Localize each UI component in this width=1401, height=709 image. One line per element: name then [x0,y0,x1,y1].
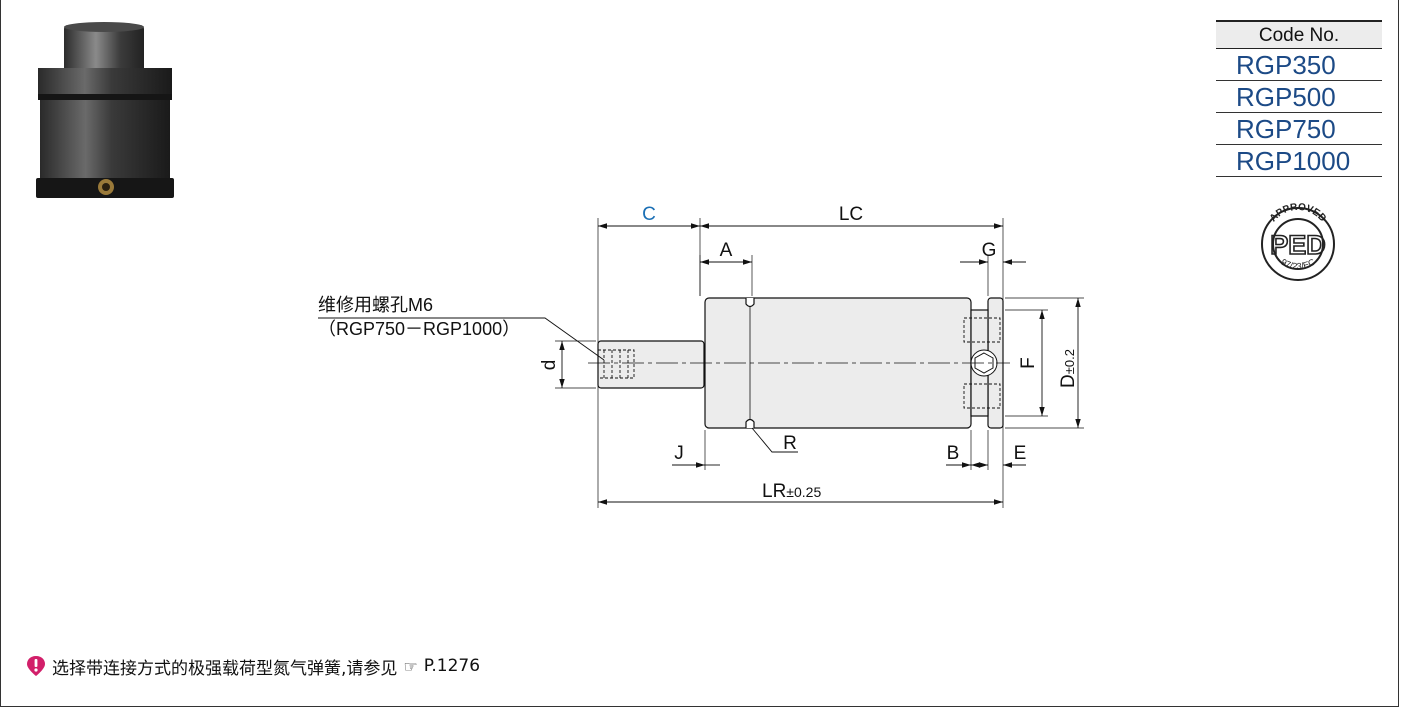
dim-label-lc: LC [839,204,863,225]
dim-label-f: F [1018,357,1039,369]
callout-line-2: （RGP750－RGP1000） [318,319,520,339]
dim-label-g: G [982,240,997,261]
code-number-table: Code No. RGP350 RGP500 RGP750 RGP1000 [1216,20,1382,177]
code-row: RGP350 [1216,49,1382,81]
code-row: RGP500 [1216,81,1382,113]
code-row: RGP1000 [1216,145,1382,177]
ped-bottom-text: 97/23/EC [1279,256,1317,271]
pointing-hand-icon: ☞ [403,656,418,676]
ped-approval-badge: APPROVED PED 97/23/EC [1261,202,1335,281]
dim-label-c: C [642,204,656,225]
dim-label-a: A [720,240,733,261]
code-row: RGP750 [1216,113,1382,145]
dim-label-d-small: d [539,360,560,371]
reference-note: 选择带连接方式的极强载荷型氮气弹簧,请参见 ☞ P.1276 [26,655,481,679]
dim-label-d: D±0.2 [1058,349,1079,388]
dimension-lines [318,223,1081,505]
warning-pin-icon [27,656,45,676]
dim-label-j: J [674,443,684,464]
code-table-header: Code No. [1216,22,1382,49]
dim-label-r: R [783,433,797,454]
dim-label-e: E [1014,443,1027,464]
callout-line-1: 维修用螺孔M6 [318,295,433,315]
product-photo [36,22,174,198]
ped-letters: PED [1270,230,1326,260]
dim-label-lr: LR±0.25 [762,481,821,502]
thread-hole [597,349,635,379]
dim-label-b: B [947,443,960,464]
page-reference-link[interactable]: P.1276 [423,656,481,676]
side-holes [963,317,1001,409]
note-text: 选择带连接方式的极强载荷型氮气弹簧,请参见 [52,658,398,679]
